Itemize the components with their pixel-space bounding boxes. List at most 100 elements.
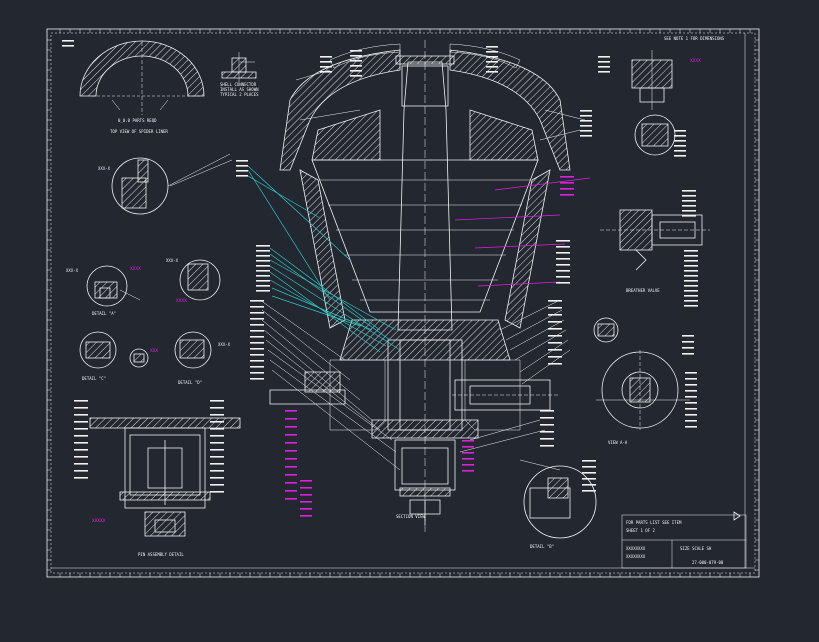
part-tag <box>540 438 554 440</box>
part-tag <box>350 70 362 72</box>
part-tag <box>486 71 498 73</box>
part-tag <box>74 414 88 416</box>
part-tag <box>210 463 224 465</box>
corner-note: SEE NOTE 1 FOR DIMENSIONS <box>664 36 725 41</box>
part-tag <box>210 477 224 479</box>
part-tag <box>74 456 88 458</box>
part-tag <box>74 428 88 430</box>
part-tag <box>560 176 574 178</box>
part-tag <box>210 491 224 493</box>
part-tag <box>236 160 248 162</box>
part-tag <box>236 175 248 177</box>
part-tag <box>548 328 562 330</box>
part-tag <box>682 335 694 337</box>
svg-text:XXX-X: XXX-X <box>66 268 79 273</box>
part-tag <box>556 240 570 242</box>
part-tag <box>582 472 596 474</box>
part-tag <box>682 353 694 355</box>
main-section-caption: SECTION VIEW <box>396 514 425 519</box>
svg-text:SHELL CONNECTOR: SHELL CONNECTOR <box>220 82 257 87</box>
leader-line <box>259 299 346 361</box>
part-tag <box>684 250 698 252</box>
svg-text:DETAIL "B": DETAIL "B" <box>530 544 554 549</box>
part-tag <box>674 140 686 142</box>
part-tag <box>582 478 596 480</box>
svg-text:XXX: XXX <box>150 348 158 354</box>
part-tag <box>598 66 610 68</box>
part-tag <box>684 290 698 292</box>
part-tag <box>74 435 88 437</box>
leader-line <box>544 109 586 121</box>
leader-line <box>269 359 397 453</box>
part-tag <box>350 50 362 52</box>
part-tag <box>74 477 88 479</box>
part-tag <box>250 360 264 362</box>
part-tag <box>556 252 570 254</box>
part-tag <box>285 426 297 428</box>
part-tag <box>580 110 592 112</box>
leader-line <box>261 309 351 381</box>
part-tag <box>256 250 270 252</box>
part-tag <box>250 354 264 356</box>
part-tag <box>62 40 74 42</box>
lug-detail: SHELL CONNECTOR INSTALL AS SHOWN TYPICAL… <box>220 52 259 97</box>
part-tag <box>250 300 264 302</box>
view-ab-caption: VIEW A-A <box>608 440 628 445</box>
part-tag <box>250 348 264 350</box>
part-tag <box>582 490 596 492</box>
part-tag <box>684 300 698 302</box>
part-tag <box>580 125 592 127</box>
part-tag <box>320 61 332 63</box>
part-tag <box>560 188 574 190</box>
part-tag <box>548 363 562 365</box>
main-section: SECTION VIEW <box>269 40 571 535</box>
part-tag <box>548 321 562 323</box>
leader-line <box>499 299 561 331</box>
part-tag <box>556 270 570 272</box>
part-tag <box>560 182 574 184</box>
part-tag <box>236 165 248 167</box>
part-tag <box>682 195 696 197</box>
part-tag <box>256 255 270 257</box>
svg-text:XXXX: XXXX <box>176 298 187 304</box>
part-tag <box>556 282 570 284</box>
leader-line <box>469 419 541 441</box>
part-tag <box>548 314 562 316</box>
part-tag <box>682 341 694 343</box>
part-tag <box>684 260 698 262</box>
part-tag <box>250 324 264 326</box>
part-tag <box>74 470 88 472</box>
part-tag <box>285 482 297 484</box>
part-tag <box>285 498 297 500</box>
svg-text:0_0.0 PARTS REQD: 0_0.0 PARTS REQD <box>118 118 157 123</box>
part-tag <box>682 190 696 192</box>
svg-text:SIZE SCALE SH: SIZE SCALE SH <box>680 546 712 551</box>
part-tag <box>685 414 697 416</box>
part-tag <box>256 270 270 272</box>
part-tag <box>548 349 562 351</box>
part-labels <box>62 40 698 517</box>
part-tag <box>674 150 686 152</box>
leader-line <box>271 369 401 471</box>
part-tag <box>540 445 554 447</box>
top-right-assembly: XXXX SEE NOTE 1 FOR DIMENSIONS <box>631 36 725 110</box>
leader-line <box>521 349 571 385</box>
part-tag <box>540 431 554 433</box>
part-tag <box>350 75 362 77</box>
leader-lines-magenta <box>454 177 591 287</box>
part-tag <box>210 442 224 444</box>
part-tag <box>320 56 332 58</box>
drawing-frame <box>46 28 760 578</box>
leader-line <box>169 159 233 187</box>
part-tag <box>285 490 297 492</box>
part-tag <box>556 276 570 278</box>
part-tag <box>674 145 686 147</box>
part-tag <box>320 71 332 73</box>
detail-c: DETAIL "C" <box>79 331 117 381</box>
part-tag <box>598 71 610 73</box>
part-tag <box>250 312 264 314</box>
part-tag <box>285 458 297 460</box>
svg-text:XXXX: XXXX <box>690 58 701 64</box>
pin-assembly-caption: PIN ASSEMBLY DETAIL <box>138 552 184 557</box>
part-tag <box>256 265 270 267</box>
